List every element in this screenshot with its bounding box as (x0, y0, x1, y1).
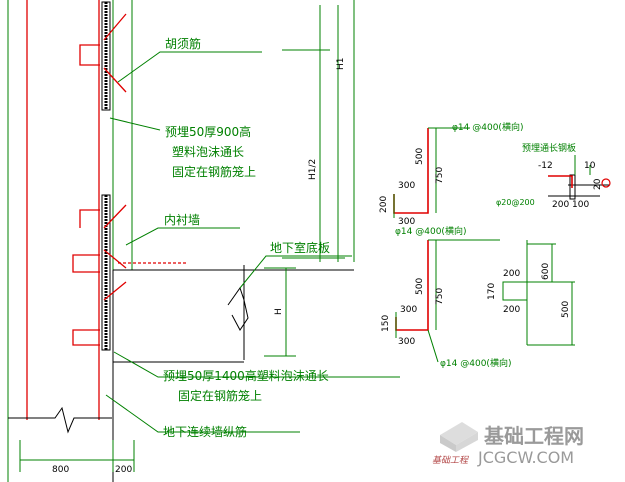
watermark-small: 基础工程 (432, 455, 469, 466)
step-d500: 500 (561, 301, 571, 318)
dim-h-label: H (274, 308, 284, 315)
top-d500: 500 (415, 148, 425, 165)
step-d170: 170 (487, 283, 497, 300)
plate-thick: -12 (538, 161, 553, 171)
label-foam1400-1: 预埋50厚1400高塑料泡沫通长 (163, 368, 329, 383)
dim-h (264, 267, 296, 357)
detail-plate (548, 155, 611, 200)
dim-h1-label: H1 (336, 58, 346, 71)
label-foam900-2: 塑料泡沫通长 (172, 144, 244, 159)
plate-d20: 20 (593, 178, 603, 190)
bottom-d300b: 300 (398, 337, 415, 347)
label-foam1400-2: 固定在钢筋笼上 (178, 388, 262, 403)
dim-h1 (282, 5, 345, 262)
detail-step (502, 240, 575, 346)
basement-slab (113, 265, 249, 363)
top-d750: 750 (435, 167, 445, 184)
leaders (105, 51, 400, 433)
bottom-d300: 300 (400, 305, 417, 315)
diaphragm-wall (7, 0, 355, 482)
dim-800: 800 (52, 465, 69, 475)
top-d300b: 300 (398, 217, 415, 227)
plate-d200: 200 (552, 200, 569, 210)
step-d600: 600 (541, 263, 551, 280)
bottom-rebar-note-bottom: φ14 @400(横向) (440, 357, 511, 369)
step-d200b: 200 (503, 305, 520, 315)
plate-bolt: φ20@200 (496, 198, 535, 207)
top-rebar-note: φ14 @400(横向) (452, 121, 523, 133)
dim-wall-width (19, 440, 135, 472)
watermark-cn: 基础工程网 (484, 424, 584, 448)
label-foam900-1: 预埋50厚900高 (165, 124, 251, 139)
plate-d100: 100 (572, 200, 589, 210)
bottom-d150: 150 (381, 315, 391, 332)
watermark-en: JCGCW.COM (477, 448, 574, 467)
label-foam900-3: 固定在钢筋笼上 (172, 164, 256, 179)
plate-d10: 10 (584, 161, 596, 171)
detail-top-rebar (393, 128, 429, 214)
foam-strip-lower (101, 194, 111, 351)
bottom-d750: 750 (435, 288, 445, 305)
step-d200a: 200 (503, 269, 520, 279)
detail-top-dims (393, 127, 470, 218)
label-whisker-bar: 胡须筋 (165, 36, 201, 51)
watermark-logo-icon (440, 422, 478, 452)
label-lining-wall: 内衬墙 (164, 213, 200, 227)
break-line (8, 406, 112, 434)
label-basement-slab: 地下室底板 (270, 240, 330, 255)
top-d300: 300 (398, 181, 415, 191)
whisker-bars (72, 13, 188, 346)
label-longitudinal-rebar: 地下连续墙纵筋 (163, 424, 247, 439)
foam-strip-upper (101, 1, 111, 111)
dim-h1-half-label: H1/2 (308, 159, 318, 180)
bottom-d500: 500 (415, 278, 425, 295)
dim-200: 200 (115, 465, 132, 475)
top-d200: 200 (379, 196, 389, 213)
detail-bottom-dims (395, 239, 500, 363)
plate-title: 预埋通长钢板 (522, 142, 576, 154)
bottom-rebar-note-top: φ14 @400(横向) (395, 225, 466, 237)
